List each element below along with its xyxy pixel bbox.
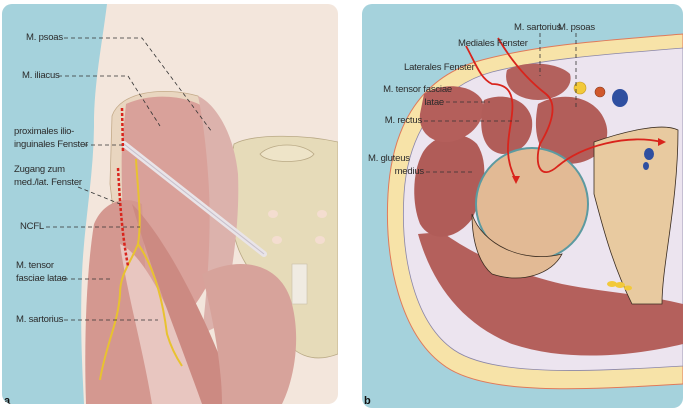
label-rectus: M. rectus xyxy=(384,115,422,126)
label-sartorius: M. sartorius xyxy=(16,314,64,325)
panel-letter-a: a xyxy=(4,395,11,404)
panel-b-cross-section-illustration: M. sartorius M. psoas Mediales Fenster L… xyxy=(362,4,683,408)
label-gluteus-2: medius xyxy=(394,166,425,177)
label-proximal-window-1: proximales ilio- xyxy=(14,126,75,137)
panel-a-anterior-hip-illustration: M. psoas M. iliacus proximales ilio- ing… xyxy=(2,4,338,404)
label-iliacus: M. iliacus xyxy=(22,70,60,81)
label-access-2: med./lat. Fenster xyxy=(14,177,82,188)
label-gluteus-1: M. gluteus xyxy=(368,153,410,164)
label-access-1: Zugang zum xyxy=(14,164,65,175)
label-tfl-2: fasciae latae xyxy=(16,273,67,284)
label-psoas: M. psoas xyxy=(26,32,63,43)
label-lateral-window: Laterales Fenster xyxy=(404,62,475,73)
label-ncfl: NCFL xyxy=(20,221,45,232)
label-b-tfl-2: latae xyxy=(424,97,444,108)
label-medial-window: Mediales Fenster xyxy=(458,38,528,49)
label-b-psoas: M. psoas xyxy=(558,22,595,33)
label-b-sartorius: M. sartorius xyxy=(514,22,562,33)
cross-section-artwork xyxy=(386,33,683,390)
label-proximal-window-2: inguinales Fenster xyxy=(14,139,89,150)
label-tfl-1: M. tensor xyxy=(16,260,54,271)
anterior-hip-artwork xyxy=(2,4,338,404)
panel-letter-b: b xyxy=(364,395,371,407)
label-b-tfl-1: M. tensor fasciae xyxy=(383,84,452,95)
